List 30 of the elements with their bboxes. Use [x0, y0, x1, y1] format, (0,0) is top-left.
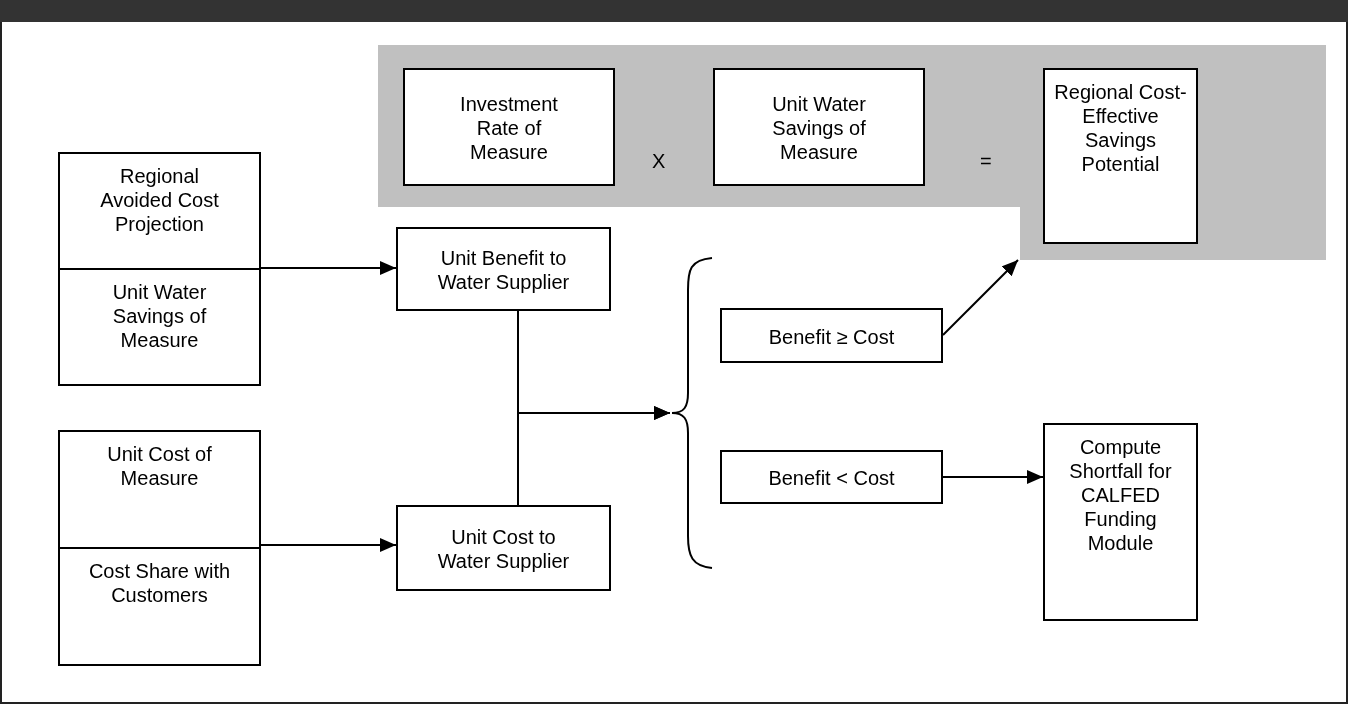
- box-text: Regional Cost-Effective Savings Potential: [1053, 80, 1188, 176]
- box-text: Unit Cost of Measure: [106, 442, 213, 490]
- process-box: [1043, 423, 1198, 621]
- box-text: Investment Rate of Measure: [459, 92, 559, 164]
- arrow: [260, 261, 397, 275]
- curly-brace: [670, 256, 714, 570]
- operator-symbol: X: [652, 150, 666, 173]
- process-box: [58, 152, 261, 386]
- process-box: [1043, 68, 1198, 244]
- operator-symbol: =: [980, 150, 992, 173]
- arrow: [942, 470, 1044, 484]
- arrow: [517, 406, 671, 506]
- process-box: [713, 68, 925, 186]
- process-box: [720, 308, 943, 363]
- box-text: Benefit ≥ Cost: [768, 324, 895, 349]
- process-box: [58, 430, 261, 666]
- box-text: Benefit < Cost: [768, 466, 895, 490]
- box-text: Compute Shortfall for CALFED Funding Module: [1068, 435, 1173, 555]
- box-text: Cost Share with Customers: [87, 559, 232, 607]
- box-text: Unit Benefit to Water Supplier: [436, 246, 571, 294]
- box-text: Unit Water Savings of Measure: [771, 92, 867, 164]
- process-box: [396, 505, 611, 591]
- box-text: Regional Avoided Cost Projection: [99, 164, 220, 236]
- arrow: [260, 538, 397, 552]
- box-text: Unit Water Savings of Measure: [111, 280, 208, 352]
- box-text: Unit Cost to Water Supplier: [436, 525, 571, 573]
- process-box: [396, 227, 611, 311]
- process-box: [720, 450, 943, 504]
- arrow: [942, 259, 1019, 336]
- process-box: [403, 68, 615, 186]
